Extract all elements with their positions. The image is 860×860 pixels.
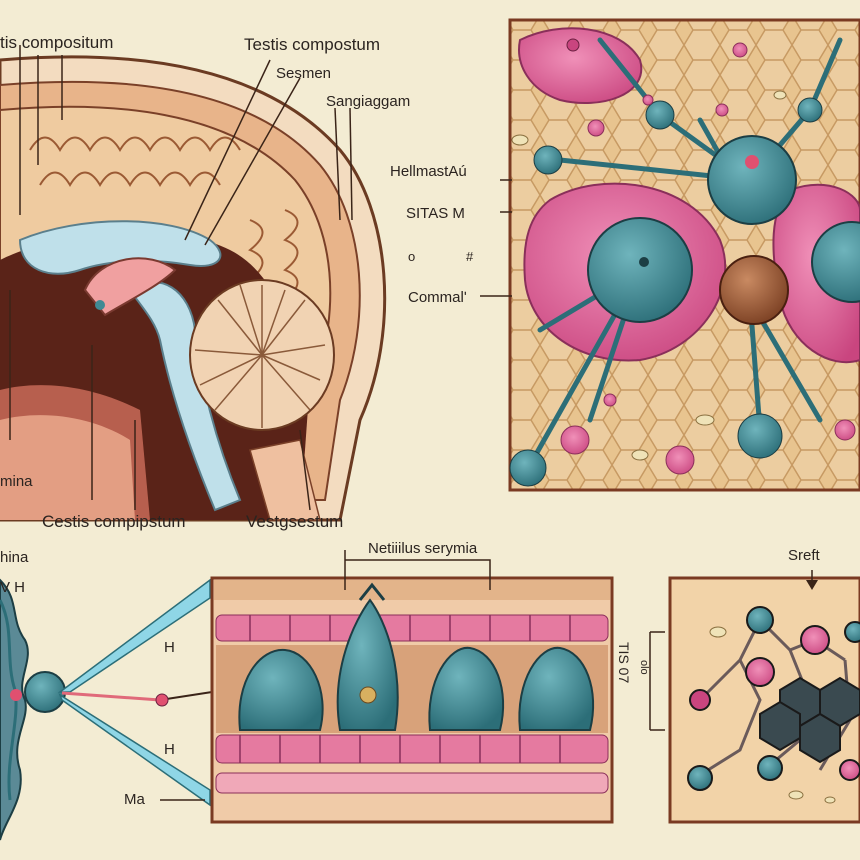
brain-section — [0, 45, 387, 522]
label-left-ma: Ma — [124, 791, 145, 808]
tissue-strip — [210, 550, 614, 824]
cell-panel — [480, 18, 860, 492]
nerve-left — [0, 578, 213, 841]
label-left-h2: H — [164, 741, 175, 758]
label-right-sreft: Sreft — [788, 547, 820, 564]
label-cell-top: HellmastAú — [390, 163, 467, 180]
label-cell-mid: SITAS M — [406, 205, 465, 222]
molecule-panel — [649, 570, 860, 824]
label-left-h1: H — [164, 639, 175, 656]
label-brain-bottom-right: Vestgsestum — [246, 512, 344, 531]
label-cell-o: o — [408, 249, 416, 264]
label-brain-bottom-left: Cestis compipstum — [42, 512, 186, 531]
label-left-mina: hina — [0, 549, 29, 566]
label-brain-right: Sangiaggam — [326, 93, 411, 110]
label-strip-top: Netiiilus serymia — [368, 540, 478, 557]
label-cell-bottom: Commalʹ — [408, 289, 467, 306]
label-brain-semen: Sesmen — [276, 65, 332, 82]
label-right-vertical: TIS 07 — [616, 642, 632, 684]
label-left-vh: V H — [0, 579, 26, 596]
label-brain-top-left: tis compositum — [0, 33, 114, 52]
label-brain-left-bottom: mina — [0, 473, 33, 490]
label-right-vertical-small: olo — [638, 660, 650, 675]
label-cell-hash: # — [466, 249, 474, 264]
label-brain-top-center: Testis compostum — [244, 35, 381, 54]
